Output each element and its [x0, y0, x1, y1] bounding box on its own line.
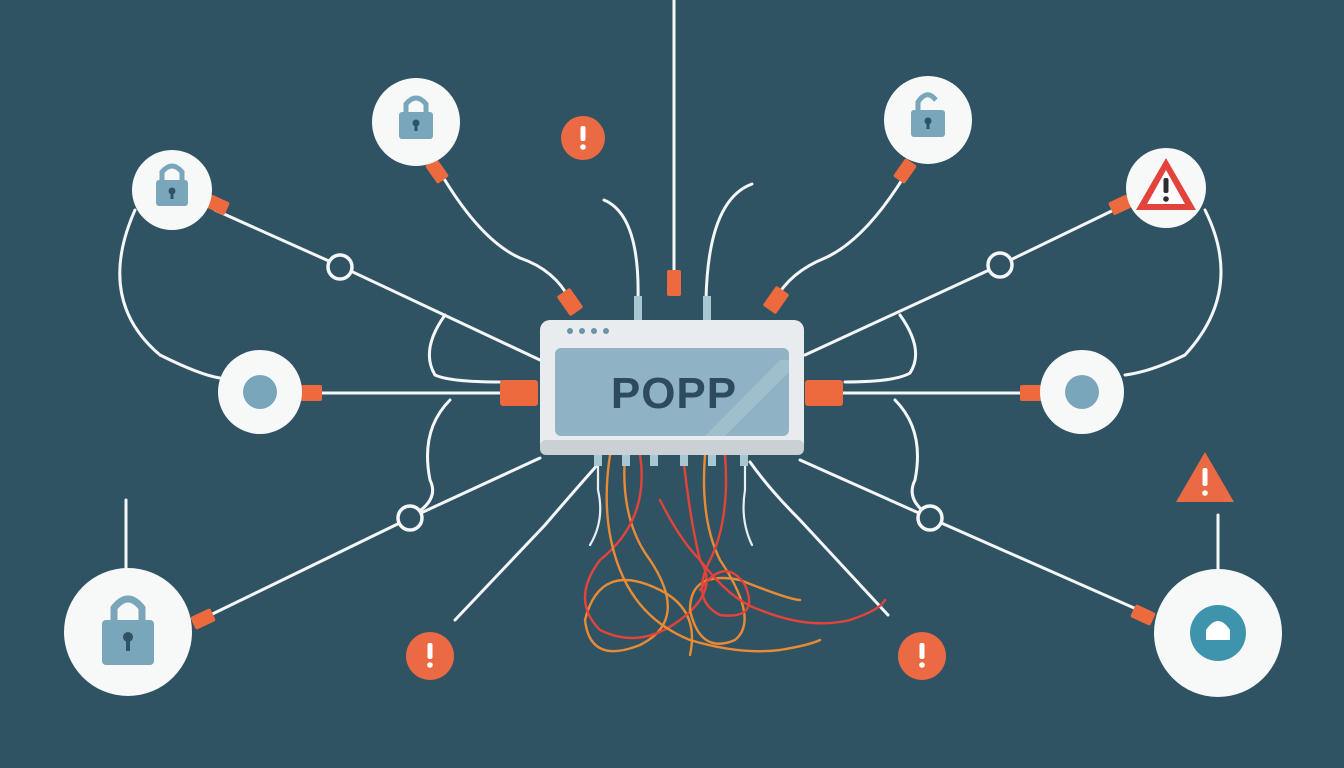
hub-bottom-connectors — [594, 296, 748, 466]
junction-upper-right — [986, 251, 1014, 279]
wire-bottom-center-left — [453, 460, 602, 622]
connector-4 — [680, 452, 688, 466]
wires — [118, 0, 1223, 622]
node-circle-right — [1040, 350, 1124, 434]
junction-lower-left — [396, 504, 424, 532]
wire-left-hook-lower — [410, 398, 452, 518]
connector-5 — [708, 452, 716, 466]
hub-device: POPP — [540, 320, 804, 455]
connector-1 — [594, 452, 602, 466]
node-lock-left — [132, 150, 212, 230]
wire-right-hook-lower — [893, 398, 932, 518]
wire-right-alert — [803, 205, 1122, 357]
wire-under-1 — [588, 453, 602, 547]
wire-bottom-left — [198, 456, 542, 622]
hub-label: POPP — [611, 369, 737, 418]
tangle-orange-3 — [605, 453, 822, 653]
wire-under-2 — [742, 453, 754, 547]
wire-top-left-lock — [438, 170, 572, 302]
wire-top-right-hook — [704, 182, 754, 302]
node-lock-bottom-left — [64, 568, 192, 696]
padlock-icon — [102, 595, 154, 665]
plug-hub-right — [805, 380, 843, 406]
alert-bottom-left — [406, 632, 454, 680]
wire-right-loop — [1123, 208, 1223, 377]
node-warning-right — [1126, 148, 1206, 228]
wire-left-loop — [118, 208, 222, 380]
connector-7 — [634, 296, 642, 322]
hub-screen-glare — [705, 360, 789, 436]
alert-top-center — [561, 116, 605, 160]
node-circle-left — [218, 350, 302, 434]
plug-1 — [425, 158, 449, 184]
wire-right-hook-upper — [843, 313, 918, 384]
plug-11 — [1130, 604, 1156, 626]
hub-base — [540, 440, 804, 455]
plug-2 — [557, 288, 583, 316]
junction-upper-left — [326, 253, 354, 281]
connector-3 — [650, 452, 658, 466]
wire-left-lock — [213, 208, 542, 362]
plugs — [190, 158, 1156, 630]
hub-led-2 — [579, 328, 585, 334]
warning-triangle-icon — [1136, 158, 1196, 210]
plug-10 — [190, 608, 216, 630]
plug-9 — [1020, 385, 1042, 401]
node-lock-upper-right — [884, 76, 972, 164]
wire-top-left-hook — [602, 198, 640, 302]
plug-3 — [667, 270, 681, 296]
plug-7 — [1108, 195, 1132, 215]
hub-led-3 — [591, 328, 597, 334]
tangle-red-3 — [698, 453, 751, 617]
plug-8 — [300, 385, 322, 401]
plug-hub-left — [500, 380, 538, 406]
wire-bottom-right — [798, 458, 1152, 617]
padlock-open-icon — [911, 92, 945, 137]
wire-left-hook-upper — [427, 313, 502, 384]
junction-lower-right — [916, 504, 944, 532]
dot-icon — [1065, 375, 1099, 409]
wire-top-right-lock — [773, 173, 907, 302]
plug-5 — [893, 158, 917, 184]
connector-8 — [703, 296, 711, 322]
padlock-icon — [156, 163, 188, 206]
connector-6 — [740, 452, 748, 466]
alert-bottom-right — [898, 632, 946, 680]
dot-icon — [243, 375, 277, 409]
tangled-wires — [583, 453, 887, 657]
alert-right-triangle — [1176, 452, 1234, 502]
tangle-orange-1 — [583, 453, 694, 657]
padlock-icon — [399, 95, 433, 139]
hub-led-1 — [567, 328, 573, 334]
junctions — [326, 251, 1014, 532]
wire-bottom-center-right — [748, 460, 890, 617]
node-lock-upper-left — [372, 78, 460, 166]
hub-led-4 — [603, 328, 609, 334]
tangle-red-2 — [681, 453, 887, 625]
plug-6 — [206, 195, 230, 215]
connector-2 — [622, 452, 630, 466]
node-bottom-right — [1154, 569, 1282, 697]
half-dome-mark — [1206, 621, 1230, 640]
plug-4 — [763, 286, 789, 314]
